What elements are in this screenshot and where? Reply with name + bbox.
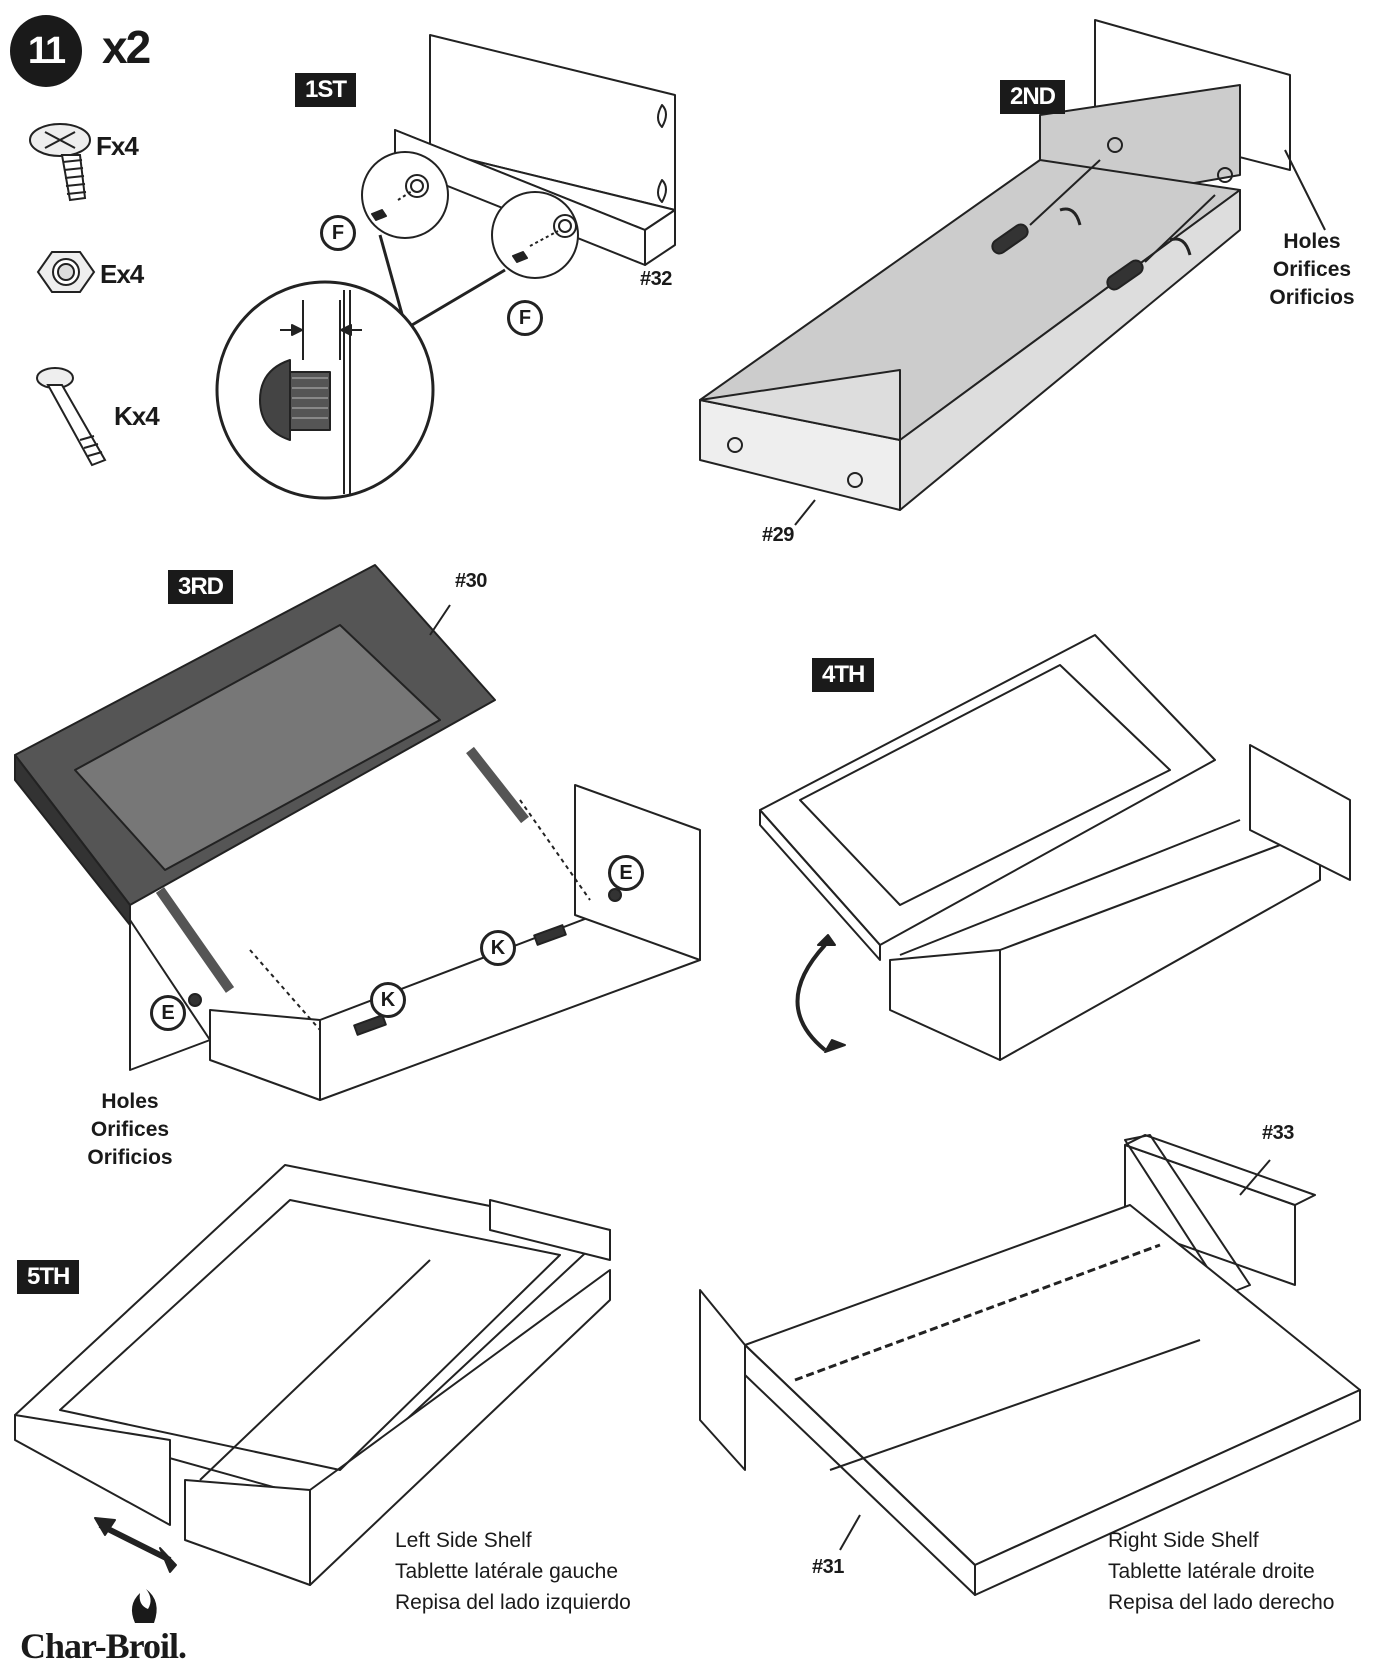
hex-nut-icon bbox=[36, 251, 96, 293]
flame-icon bbox=[131, 1589, 157, 1623]
screw-icon bbox=[29, 123, 91, 202]
part-33-label: #33 bbox=[1262, 1122, 1294, 1144]
step-number-badge: 11 bbox=[10, 15, 82, 87]
part-29-label: #29 bbox=[762, 524, 794, 546]
step-5-badge: 5TH bbox=[17, 1260, 80, 1294]
hardware-f-label: Fx4 bbox=[96, 131, 139, 161]
step-3-badge: 3RD bbox=[168, 570, 234, 604]
brand-logo: Char-Broil. bbox=[20, 1626, 187, 1666]
step4-drawing bbox=[759, 634, 1351, 1061]
part-31-label: #31 bbox=[812, 1556, 844, 1578]
callout-f-1: F bbox=[320, 215, 356, 251]
step-4-badge: 4TH bbox=[812, 658, 875, 692]
quantity-multiplier: x2 bbox=[102, 21, 151, 73]
step-1-badge: 1ST bbox=[295, 73, 357, 107]
callout-k-1: K bbox=[480, 930, 516, 966]
step3-drawing bbox=[14, 564, 701, 1101]
step-2-badge: 2ND bbox=[1000, 80, 1066, 114]
callout-e-2: E bbox=[150, 995, 186, 1031]
right-shelf-drawing bbox=[699, 1134, 1361, 1596]
frame-29-drawing bbox=[699, 19, 1326, 526]
part-30-label: #30 bbox=[455, 570, 487, 592]
callout-e-1: E bbox=[608, 855, 644, 891]
callout-k-2: K bbox=[370, 982, 406, 1018]
step5-drawing bbox=[14, 1164, 611, 1586]
hardware-k-label: Kx4 bbox=[114, 401, 160, 431]
callout-f-2: F bbox=[507, 300, 543, 336]
bolt-icon bbox=[36, 367, 107, 467]
part-32-label: #32 bbox=[640, 268, 672, 290]
hardware-e-label: Ex4 bbox=[100, 259, 144, 289]
